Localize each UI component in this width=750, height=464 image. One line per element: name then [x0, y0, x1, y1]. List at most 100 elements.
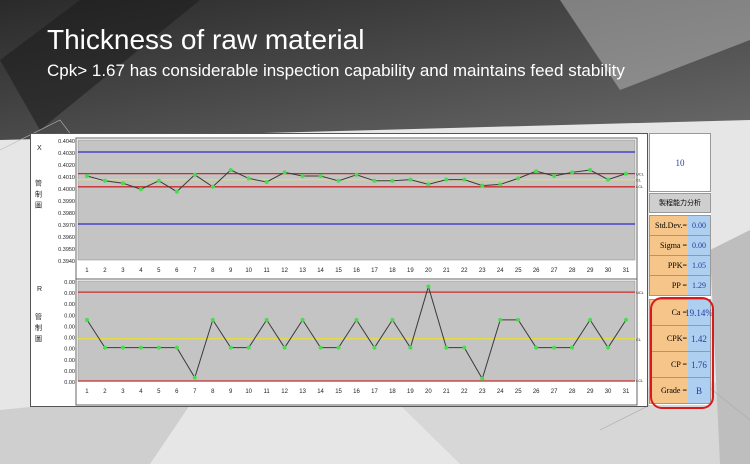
data-point [264, 180, 269, 184]
capability-row: CPK=1.42 [649, 325, 711, 352]
y-tick-label: 0.00 [64, 358, 75, 364]
data-point [516, 176, 521, 181]
cl-label: CL [636, 178, 642, 183]
data-point [102, 178, 107, 183]
capability-label: CPK= [650, 326, 688, 351]
x-tick-label: 13 [299, 268, 306, 274]
y-tick-label: 0.3970 [58, 223, 75, 229]
data-point [534, 169, 539, 174]
x-tick-label: 25 [515, 389, 522, 395]
data-point [120, 345, 125, 350]
capability-value: 1.05 [688, 256, 710, 275]
data-point [444, 177, 449, 182]
data-point [408, 177, 413, 182]
x-tick-label: 18 [389, 268, 396, 274]
y-tick-label: 0.3960 [58, 235, 75, 241]
x-tick-label: 31 [623, 389, 630, 395]
y-title-char: 管 [35, 312, 42, 321]
data-point [102, 345, 107, 350]
x-tick-label: 2 [103, 389, 107, 395]
y-tick-label: 0.00 [64, 291, 75, 297]
x-tick-label: 19 [407, 389, 414, 395]
data-point [282, 345, 287, 350]
data-point [354, 317, 359, 322]
data-point [210, 317, 215, 322]
x-tick-label: 26 [533, 389, 540, 395]
capability-value: 0.00 [688, 216, 710, 235]
data-point [300, 174, 305, 178]
x-tick-label: 17 [371, 268, 378, 274]
data-point [606, 177, 611, 182]
x-tick-label: 20 [425, 389, 432, 395]
y-tick-label: 0.00 [64, 313, 75, 319]
data-point [588, 168, 593, 172]
plot-area [77, 280, 636, 382]
x-tick-label: 28 [569, 268, 576, 274]
capability-row: PPK=1.05 [649, 255, 711, 276]
x-tick-label: 30 [605, 268, 612, 274]
data-point [552, 345, 557, 350]
y-tick-label: 0.00 [64, 336, 75, 342]
y-tick-label: 0.4010 [58, 175, 75, 181]
capability-label: CP = [650, 352, 688, 377]
x-tick-label: 7 [193, 389, 197, 395]
capability-value: 1.29 [688, 276, 710, 295]
y-title-char: 圖 [35, 335, 42, 343]
capability-value: 19.14% [685, 300, 713, 325]
x-tick-label: 15 [335, 268, 342, 274]
data-point [480, 376, 485, 381]
x-tick-label: 10 [245, 268, 252, 274]
data-point [408, 345, 413, 350]
y-title-char: 制 [35, 190, 42, 199]
x-tick-label: 10 [245, 389, 252, 395]
x-tick-label: 8 [211, 389, 215, 395]
data-point [624, 171, 629, 176]
x-tick-label: 5 [157, 268, 161, 274]
ucl-label: UCL [636, 172, 645, 177]
capability-row: Std.Dev.=0.00 [649, 215, 711, 236]
data-point [462, 345, 467, 350]
x-tick-label: 29 [587, 389, 594, 395]
x-tick-label: 3 [121, 268, 125, 274]
data-point [300, 317, 305, 322]
y-axis-label: X [37, 145, 42, 152]
x-tick-label: 12 [281, 268, 288, 274]
x-tick-label: 6 [175, 389, 179, 395]
slide-subtitle: Cpk> 1.67 has considerable inspection ca… [47, 61, 625, 80]
y-tick-label: 0.00 [64, 302, 75, 308]
data-point [192, 375, 197, 380]
data-point [228, 345, 233, 350]
data-point [246, 176, 251, 181]
plot-area [77, 139, 636, 261]
y-tick-label: 0.00 [64, 380, 75, 386]
data-point [246, 345, 251, 350]
data-point [318, 174, 323, 178]
y-axis-label: R [37, 286, 42, 293]
x-tick-label: 27 [551, 389, 558, 395]
data-point [84, 174, 89, 178]
y-tick-label: 0.00 [64, 280, 75, 286]
capability-value: 0.00 [688, 236, 710, 255]
data-point [498, 317, 503, 322]
x-tick-label: 25 [515, 268, 522, 274]
x-tick-label: 26 [533, 268, 540, 274]
x-tick-label: 29 [587, 268, 594, 274]
data-point [156, 178, 161, 183]
x-tick-label: 16 [353, 268, 360, 274]
data-point [84, 317, 89, 322]
x-tick-label: 18 [389, 389, 396, 395]
data-point [192, 172, 197, 177]
x-tick-label: 22 [461, 268, 468, 274]
data-point [336, 178, 341, 183]
x-tick-label: 6 [175, 268, 179, 274]
x-tick-label: 16 [353, 389, 360, 395]
x-tick-label: 13 [299, 389, 306, 395]
data-point [174, 189, 179, 194]
x-tick-label: 21 [443, 268, 450, 274]
data-point [606, 345, 611, 350]
capability-label: PP = [650, 276, 688, 295]
x-tick-label: 14 [317, 268, 324, 274]
y-tick-label: 0.3980 [58, 211, 75, 217]
capability-row: Ca =19.14% [649, 299, 713, 326]
